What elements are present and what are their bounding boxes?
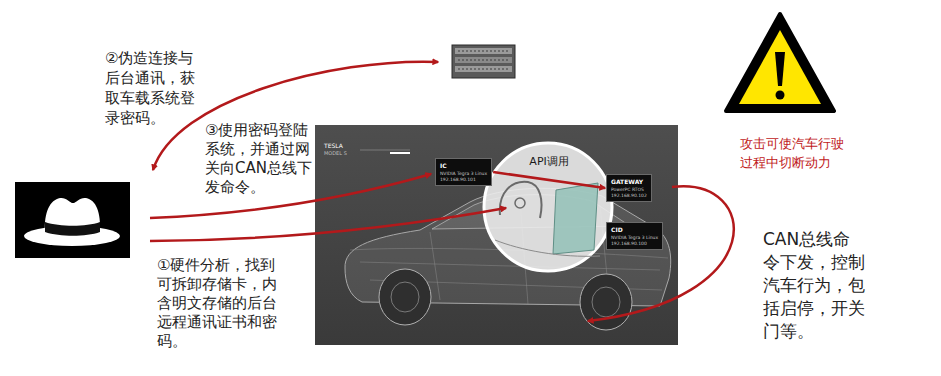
chip-detail: PowerPC RTOS: [611, 187, 647, 193]
warning-note: 攻击可使汽车行驶过程中切断动力: [740, 134, 848, 172]
server-icon: [452, 45, 515, 78]
api-call-arrow: [493, 172, 605, 188]
chip-detail: NVIDIA Tegra 3 Linux: [611, 235, 658, 241]
car-illustration: [315, 125, 678, 345]
edge-label: API调用: [528, 155, 569, 168]
model-label: MODEL S: [324, 150, 347, 156]
hacker-hat-icon: [15, 182, 130, 258]
chip-detail: 192.168.90.101: [440, 177, 487, 183]
effect-annotation: CAN总线命令下发，控制汽车行为，包括启停，开关门等。: [763, 228, 867, 343]
brand-label: TESLA: [324, 142, 343, 149]
step-annotation: ②伪造连接与后台通讯，获取车载系统登录密码。: [105, 48, 201, 128]
chip-detail: 192.168.90.102: [611, 193, 647, 199]
chip-detail: NVIDIA Tegra 3 Linux: [440, 171, 487, 177]
chip-box: IC NVIDIA Tegra 3 Linux192.168.90.101: [435, 158, 492, 186]
chip-title: IC: [440, 162, 487, 169]
step1-arrow: [150, 208, 506, 241]
can-command-arrow: [588, 186, 734, 321]
step3-arrow: [150, 174, 431, 218]
warning-sign: [726, 14, 834, 111]
step-annotation: ①硬件分析，找到可拆卸存储卡，内含明文存储的后台远程通讯证书和密码。: [157, 256, 281, 351]
chip-title: GATEWAY: [611, 178, 647, 185]
step-annotation: ③使用密码登陆系统，并通过网关向CAN总线下发命令。: [205, 121, 317, 197]
chip-detail: 192.168.90.100: [611, 241, 658, 247]
chip-box: GATEWAY PowerPC RTOS192.168.90.102: [606, 174, 652, 202]
chip-title: CID: [611, 226, 658, 233]
chip-box: CID NVIDIA Tegra 3 Linux192.168.90.100: [606, 222, 663, 250]
